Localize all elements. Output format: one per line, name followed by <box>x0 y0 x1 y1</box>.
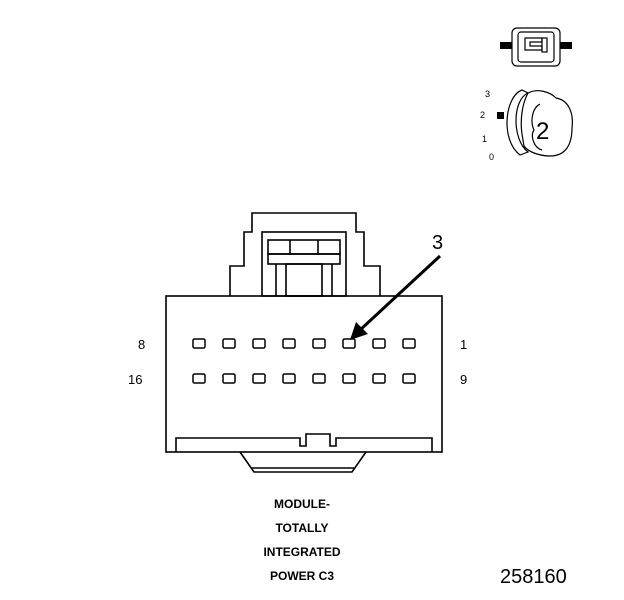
caption-line-2: TOTALLY <box>275 521 329 535</box>
lock-position-number: 2 <box>536 118 549 145</box>
figure-id: 258160 <box>500 566 567 588</box>
lock-scale-2: 2 <box>480 110 485 120</box>
pin-cavity-3 <box>342 338 356 349</box>
callout-number: 3 <box>432 232 443 254</box>
lock-scale-3: 3 <box>485 89 490 99</box>
pin-cavity-16 <box>192 373 206 384</box>
pin-cavity-2 <box>372 338 386 349</box>
connector-caption: MODULE- TOTALLY INTEGRATED POWER C3 <box>200 492 404 588</box>
pin-cavity-1 <box>402 338 416 349</box>
pin-label-bottom-right: 9 <box>460 372 467 387</box>
pin-cavity-6 <box>252 338 266 349</box>
pin-cavity-14 <box>252 373 266 384</box>
pin-cavity-10 <box>372 373 386 384</box>
caption-line-3: INTEGRATED <box>263 545 341 559</box>
pin-cavity-4 <box>312 338 326 349</box>
pin-label-top-left: 8 <box>138 337 145 352</box>
pin-cavity-5 <box>282 338 296 349</box>
pin-cavity-8 <box>192 338 206 349</box>
lock-scale-1: 1 <box>482 134 487 144</box>
lock-position-icon <box>497 89 573 157</box>
caption-line-4: POWER C3 <box>269 569 334 583</box>
caption-line-1: MODULE- <box>274 497 330 511</box>
lock-scale-0: 0 <box>489 152 494 162</box>
pin-cavity-13 <box>282 373 296 384</box>
pin-cavity-9 <box>402 373 416 384</box>
connector-housing <box>165 212 443 473</box>
pin-label-top-right: 1 <box>460 337 467 352</box>
pin-cavity-15 <box>222 373 236 384</box>
pin-cavity-7 <box>222 338 236 349</box>
callout-arrow <box>350 254 442 340</box>
pin-cavity-11 <box>342 373 356 384</box>
pin-cavity-12 <box>312 373 326 384</box>
pin-cavities <box>192 338 416 384</box>
pin-label-bottom-left: 16 <box>128 372 142 387</box>
connector-view-icon <box>500 27 572 67</box>
